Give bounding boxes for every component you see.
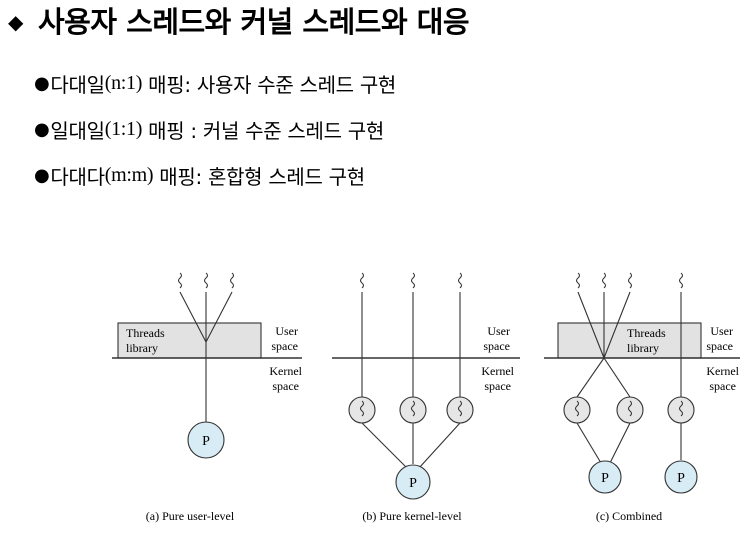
bullet-term: 다대일 bbox=[50, 72, 105, 97]
kernel-space-label-line2: space bbox=[709, 379, 736, 393]
process-circle bbox=[187, 421, 225, 459]
user-space-label-line2: space bbox=[271, 339, 298, 353]
bullet-dot-icon: ● bbox=[34, 72, 50, 94]
bullet-one-to-one: ● 일대일 (1:1) 매핑 : 커널 수준 스레드 구현 bbox=[34, 106, 396, 152]
kernel-thread-circle bbox=[399, 396, 427, 424]
bullet-ratio: (1:1) bbox=[104, 117, 143, 140]
user-thread-icon bbox=[410, 272, 416, 289]
bullet-ratio: (n:1) bbox=[104, 71, 143, 94]
process-circle bbox=[664, 460, 698, 494]
kernel-space-label-line2: space bbox=[484, 379, 511, 393]
bullet-ratio: (m:m) bbox=[104, 163, 154, 186]
user-thread-icon bbox=[575, 272, 581, 289]
threads-library-box bbox=[117, 322, 262, 359]
threads-library-box bbox=[557, 322, 702, 359]
user-thread-icon bbox=[203, 272, 209, 289]
thread-link bbox=[576, 357, 605, 398]
user-thread-icon bbox=[229, 272, 235, 289]
process-label: P bbox=[202, 434, 210, 449]
user-thread-icon bbox=[678, 272, 684, 289]
kernel-space-label-line1: Kernel bbox=[481, 364, 514, 378]
thread-link bbox=[576, 422, 602, 464]
threads-library-label-line1: Threads bbox=[126, 326, 165, 340]
kernel-thread-circle bbox=[616, 396, 644, 424]
panel-pure-user-level bbox=[112, 272, 302, 459]
thread-link bbox=[418, 422, 461, 469]
panel-caption: (a) Pure user-level bbox=[146, 509, 235, 523]
process-label: P bbox=[677, 471, 685, 486]
user-thread-icon bbox=[601, 272, 607, 289]
user-space-label-line1: User bbox=[275, 324, 298, 338]
panel-combined bbox=[544, 272, 740, 494]
thread-link bbox=[603, 291, 631, 359]
process-circle bbox=[588, 460, 622, 494]
bullet-description: 매핑 : 커널 수준 스레드 구현 bbox=[142, 118, 384, 143]
bullet-dot-icon: ● bbox=[34, 118, 50, 140]
threads-library-label-line2: library bbox=[126, 341, 158, 355]
kernel-space-label-line2: space bbox=[272, 379, 299, 393]
bullet-term: 다대다 bbox=[50, 164, 105, 189]
kernel-thread-circle bbox=[563, 396, 591, 424]
kernel-space-label-line1: Kernel bbox=[269, 364, 302, 378]
bullet-term: 일대일 bbox=[50, 118, 105, 143]
process-label: P bbox=[601, 471, 609, 486]
process-circle bbox=[395, 464, 431, 500]
thread-link bbox=[609, 422, 631, 464]
process-label: P bbox=[409, 476, 417, 491]
bullet-list: ● 다대일 (n:1) 매핑: 사용자 수준 스레드 구현 ● 일대일 (1:1… bbox=[34, 60, 396, 198]
thread-link bbox=[205, 291, 233, 343]
bullet-description: 매핑: 사용자 수준 스레드 구현 bbox=[142, 72, 397, 97]
thread-link bbox=[361, 422, 408, 469]
kernel-space-label-line1: Kernel bbox=[706, 364, 739, 378]
bullet-dot-icon: ● bbox=[34, 164, 50, 186]
kernel-thread-circle bbox=[446, 396, 474, 424]
page-title: 사용자 스레드와 커널 스레드와 대응 bbox=[38, 5, 470, 39]
user-space-label-line2: space bbox=[483, 339, 510, 353]
bullet-many-to-many: ● 다대다 (m:m) 매핑: 혼합형 스레드 구현 bbox=[34, 152, 396, 198]
user-space-label-line2: space bbox=[706, 339, 733, 353]
user-thread-icon bbox=[457, 272, 463, 289]
user-space-label-line1: User bbox=[487, 324, 510, 338]
title-row: ◆ 사용자 스레드와 커널 스레드와 대응 bbox=[8, 2, 470, 42]
thread-link bbox=[603, 357, 631, 398]
diamond-icon: ◆ bbox=[8, 10, 24, 34]
user-thread-icon bbox=[627, 272, 633, 289]
thread-link bbox=[577, 291, 605, 359]
thread-link bbox=[179, 291, 207, 343]
kernel-thread-circle bbox=[348, 396, 376, 424]
user-space-label-line1: User bbox=[710, 324, 733, 338]
user-thread-icon bbox=[359, 272, 365, 289]
thread-mapping-diagram: Threads library P User space Kernel spac… bbox=[112, 272, 740, 523]
panel-caption: (b) Pure kernel-level bbox=[362, 509, 462, 523]
threads-library-label-line1: Threads bbox=[627, 326, 666, 340]
bullet-many-to-one: ● 다대일 (n:1) 매핑: 사용자 수준 스레드 구현 bbox=[34, 60, 396, 106]
bullet-description: 매핑: 혼합형 스레드 구현 bbox=[153, 164, 365, 189]
user-thread-icon bbox=[177, 272, 183, 289]
kernel-thread-circle bbox=[667, 396, 695, 424]
threads-library-label-line2: library bbox=[627, 341, 659, 355]
panel-pure-kernel-level bbox=[332, 272, 520, 500]
panel-caption: (c) Combined bbox=[596, 509, 662, 523]
